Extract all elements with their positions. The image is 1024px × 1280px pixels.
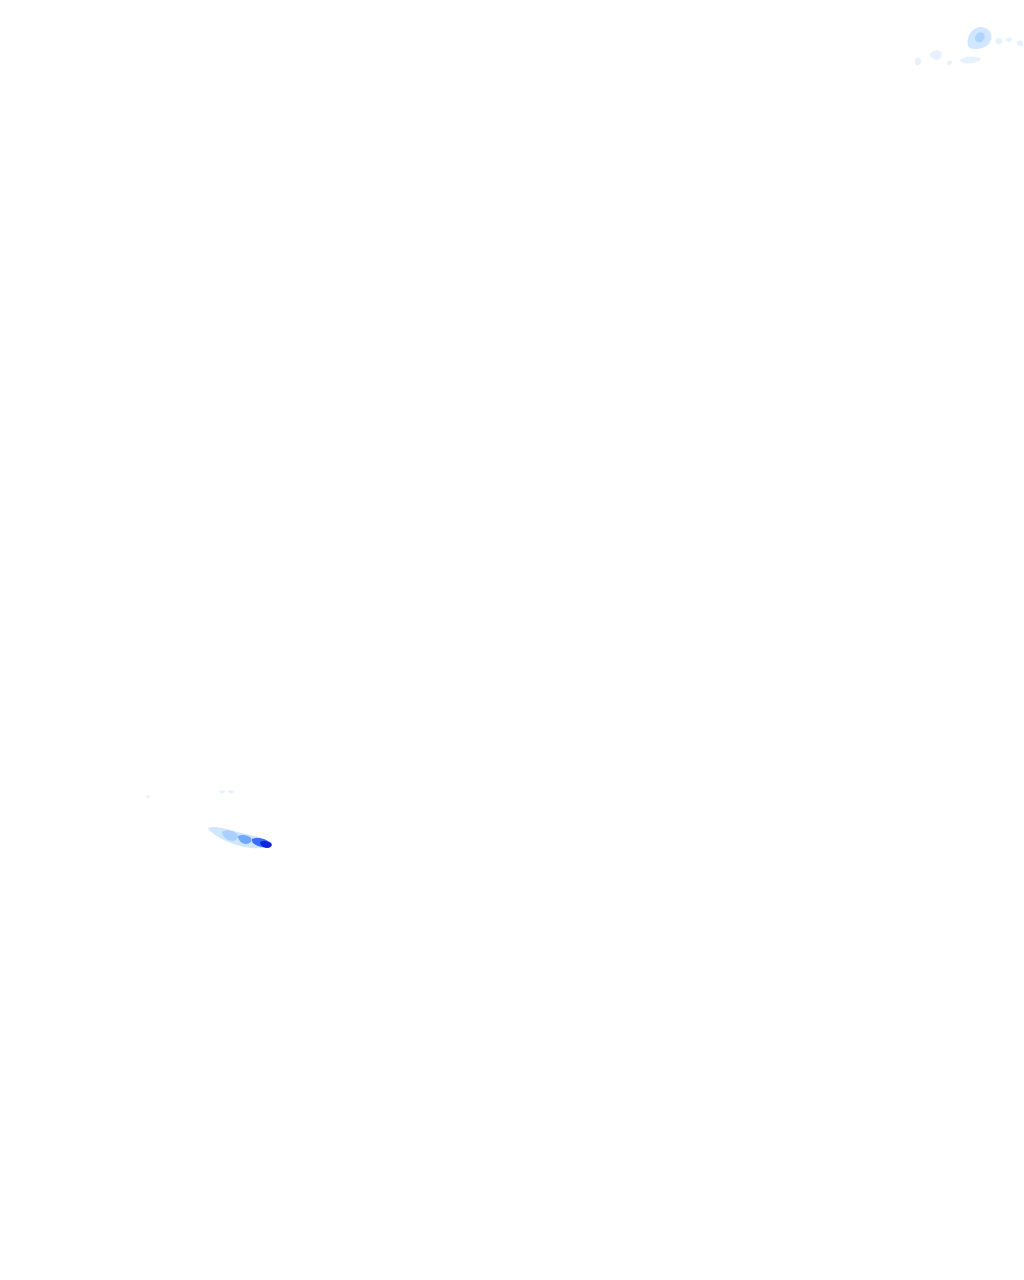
echo-cell: [228, 790, 234, 794]
echo-cell: [930, 50, 942, 60]
echo-cell: [238, 834, 252, 844]
echo-cell: [260, 840, 272, 848]
echo-cell: [222, 830, 239, 841]
echo-cell: [975, 32, 985, 43]
echo-cell: [947, 60, 952, 65]
echo-cell: [915, 57, 922, 66]
echo-cell: [219, 790, 225, 794]
echo-cell: [960, 56, 981, 64]
echo-cell: [1006, 37, 1012, 42]
echo-cell: [1017, 40, 1023, 47]
lower-left-rain-band: [146, 790, 272, 849]
top-right-light-echoes: [915, 27, 1023, 66]
echo-cell: [146, 795, 150, 799]
echo-cell: [995, 37, 1003, 45]
